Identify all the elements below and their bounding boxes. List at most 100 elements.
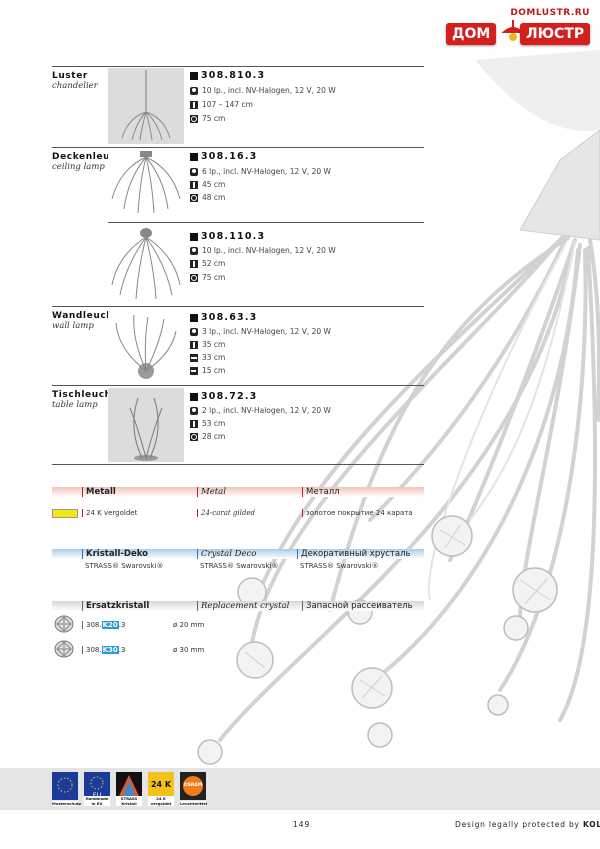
spec-lamps: 2 lp., incl. NV-Halogen, 12 V, 20 W bbox=[190, 406, 331, 415]
height-icon bbox=[190, 100, 198, 109]
bulb-icon bbox=[190, 327, 198, 336]
metal-de: 24 K vergoldet bbox=[82, 509, 137, 517]
product-deckenleuchte: Deckenleuchte ceiling lamp bbox=[52, 152, 135, 172]
product-code: 308.63.3 bbox=[190, 312, 257, 323]
product-name: Wandleuchte bbox=[52, 311, 125, 321]
page-number: 149 bbox=[293, 820, 311, 829]
section-bar bbox=[52, 601, 424, 611]
bulb-icon bbox=[190, 167, 198, 176]
header-ru: Металл bbox=[302, 487, 340, 497]
product-code: 308.72.3 bbox=[190, 391, 257, 402]
product-image-table[interactable] bbox=[108, 388, 184, 462]
replacement-size: ø 20 mm bbox=[173, 621, 205, 629]
metal-en: 24-carat gilded bbox=[197, 509, 255, 517]
eu-flag-icon: Musterschutz bbox=[52, 772, 81, 806]
badge-label: STRASS Kristall bbox=[116, 796, 142, 806]
badge-label: 24 K vergoldet bbox=[148, 796, 174, 806]
divider bbox=[108, 222, 424, 223]
height-icon bbox=[190, 180, 198, 189]
product-subtitle: ceiling lamp bbox=[52, 162, 105, 172]
diameter-icon bbox=[190, 432, 198, 441]
spec-depth: 15 cm bbox=[190, 366, 225, 375]
header-de: Ersatzkristall bbox=[82, 601, 149, 611]
bulb-icon bbox=[190, 406, 198, 415]
product-subtitle: wall lamp bbox=[52, 321, 94, 331]
product-name: Luster bbox=[52, 71, 88, 81]
height-icon bbox=[190, 419, 198, 428]
spec-diameter: 75 cm bbox=[190, 273, 225, 282]
gold-24k-icon: 24 K 24 K vergoldet bbox=[148, 772, 174, 806]
diameter-icon bbox=[190, 273, 198, 282]
divider bbox=[52, 306, 424, 307]
logo-word-right: ЛЮСТР bbox=[520, 23, 591, 45]
badge-label: Musterschutz bbox=[52, 801, 81, 806]
svg-text:EU: EU bbox=[93, 792, 101, 799]
product-code: 308.16.3 bbox=[190, 151, 257, 162]
header-en: Metal bbox=[197, 487, 226, 497]
badge-label: Handmade in EU bbox=[84, 796, 110, 806]
product-subtitle: table lamp bbox=[52, 400, 98, 410]
diameter-icon bbox=[190, 193, 198, 202]
spec-width: 33 cm bbox=[190, 353, 225, 362]
depth-icon bbox=[190, 366, 198, 375]
header-ru: Декоративный хрусталь bbox=[297, 549, 411, 559]
spec-diameter: 28 cm bbox=[190, 432, 225, 441]
crystal-20mm-icon bbox=[54, 615, 74, 633]
badge-mark: 24 K bbox=[150, 780, 172, 789]
osram-icon: OSRAM Leuchtmittel bbox=[180, 772, 208, 806]
diameter-icon bbox=[190, 114, 198, 123]
crystal-en: STRASS® Swarovski® bbox=[200, 562, 279, 570]
header-ru: Запасной рассеиватель bbox=[302, 601, 413, 611]
spec-height: 53 cm bbox=[190, 419, 225, 428]
product-code: 308.110.3 bbox=[190, 231, 265, 242]
spec-diameter: 75 cm bbox=[190, 114, 225, 123]
product-image-ceiling-large[interactable] bbox=[108, 225, 184, 303]
header-en: Replacement crystal bbox=[197, 601, 289, 611]
site-url[interactable]: DOMLUSTR.RU bbox=[510, 8, 590, 18]
product-image-wall[interactable] bbox=[108, 309, 184, 383]
crystal-ru: STRASS® Swarovski® bbox=[300, 562, 379, 570]
header-de: Metall bbox=[82, 487, 116, 497]
crystal-section-header: Kristall-Deko Crystal Deco Декоративный … bbox=[52, 549, 424, 559]
badge-label: Leuchtmittel bbox=[180, 801, 208, 806]
spec-height: 45 cm bbox=[190, 180, 225, 189]
metal-ru: золотое покрытие 24 карата bbox=[302, 509, 413, 517]
product-image-ceiling[interactable] bbox=[108, 149, 184, 219]
bulb-icon bbox=[190, 246, 198, 255]
replacement-section-header: Ersatzkristall Replacement crystal Запас… bbox=[52, 601, 424, 611]
crystal-de: STRASS® Swarovski® bbox=[85, 562, 164, 570]
bulb-icon bbox=[190, 86, 198, 95]
header-de: Kristall-Deko bbox=[82, 549, 148, 559]
product-wandleuchte: Wandleuchte wall lamp bbox=[52, 311, 125, 331]
spec-lamps: 10 lp., incl. NV-Halogen, 12 V, 20 W bbox=[190, 86, 336, 95]
replacement-code: 308.K30.3 bbox=[82, 646, 125, 654]
divider bbox=[52, 385, 424, 386]
badge-mark: OSRAM bbox=[183, 783, 203, 788]
divider bbox=[52, 147, 424, 148]
crystal-30mm-icon bbox=[54, 640, 74, 658]
height-icon bbox=[190, 340, 198, 349]
gold-color-swatch bbox=[52, 509, 78, 518]
height-icon bbox=[190, 259, 198, 268]
product-luster: Luster chandelier bbox=[52, 71, 98, 91]
header-en: Crystal Deco bbox=[197, 549, 256, 559]
replacement-size: ø 30 mm bbox=[173, 646, 205, 654]
logo-word-left: ДОМ bbox=[446, 23, 497, 45]
section-bar bbox=[52, 487, 424, 497]
brand-logo[interactable]: DOMLUSTR.RU ДОМ ЛЮСТР bbox=[438, 8, 596, 58]
product-name: Tischleuchte bbox=[52, 390, 124, 400]
spec-lamps: 10 lp., incl. NV-Halogen, 12 V, 20 W bbox=[190, 246, 336, 255]
width-icon bbox=[190, 353, 198, 362]
metal-section-header: Metall Metal Металл bbox=[52, 487, 424, 497]
divider bbox=[52, 464, 424, 465]
spec-height: 52 cm bbox=[190, 259, 225, 268]
strass-icon: STRASS Kristall bbox=[116, 772, 142, 806]
spec-lamps: 6 lp., incl. NV-Halogen, 12 V, 20 W bbox=[190, 167, 331, 176]
spec-diameter: 48 cm bbox=[190, 193, 225, 202]
eu-flag-icon: EU Handmade in EU bbox=[84, 772, 110, 806]
spec-height: 107 – 147 cm bbox=[190, 100, 253, 109]
product-image-luster[interactable] bbox=[108, 68, 184, 144]
divider bbox=[52, 66, 424, 67]
